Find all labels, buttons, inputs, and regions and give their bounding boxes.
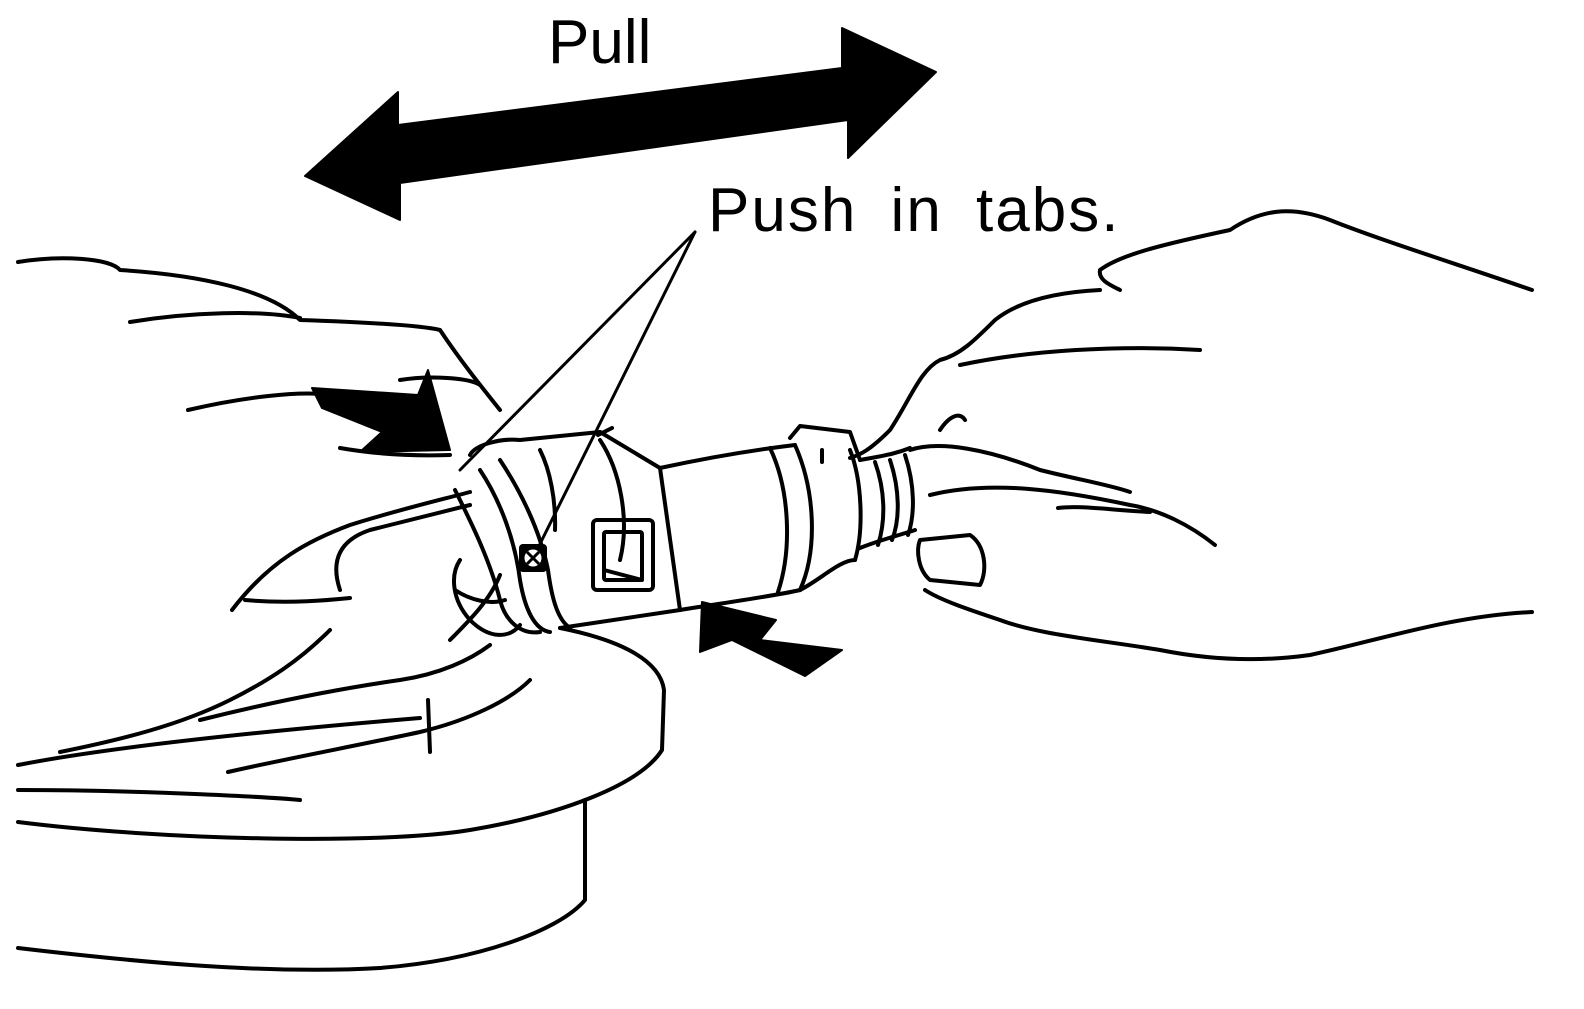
release-tab-window — [591, 518, 655, 592]
push-in-tabs-label: Push in tabs. — [708, 176, 1121, 245]
pull-double-arrow — [304, 27, 937, 221]
left-hand — [16, 256, 532, 774]
push-arrow-lower-right — [699, 601, 843, 677]
base-cylinder — [16, 626, 666, 972]
push-arrow-upper-left — [311, 369, 451, 453]
tab-leader-lines — [458, 230, 697, 562]
release-tab-marker — [519, 544, 547, 572]
right-hand — [848, 209, 1534, 662]
connector-housing — [453, 424, 917, 635]
pull-label: Pull — [548, 8, 652, 77]
